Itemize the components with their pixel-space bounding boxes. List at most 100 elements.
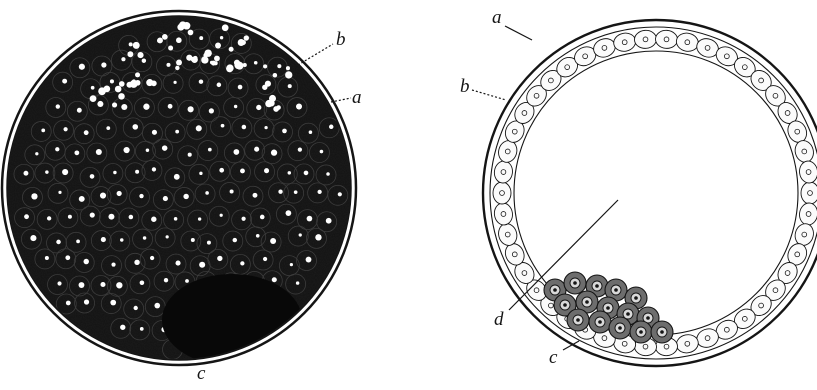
- left-nucleus: [188, 30, 194, 36]
- left-nucleus: [150, 256, 154, 260]
- left-nucleus: [166, 63, 170, 67]
- left-nucleus: [234, 105, 237, 108]
- left-nucleus: [234, 61, 242, 69]
- left-nucleus: [304, 171, 309, 176]
- left-nucleus: [176, 261, 181, 266]
- label-right-a: a: [492, 8, 502, 27]
- left-nucleus: [315, 234, 321, 240]
- left-nucleus: [201, 56, 208, 63]
- left-nucleus: [243, 63, 247, 67]
- left-nucleus: [115, 86, 122, 93]
- left-nucleus: [254, 61, 258, 65]
- left-nucleus: [278, 190, 282, 194]
- left-nucleus: [134, 306, 138, 310]
- left-nucleus: [188, 153, 192, 157]
- icm-nucleolus: [595, 284, 599, 288]
- left-nucleus: [183, 194, 188, 199]
- left-nucleus: [217, 256, 222, 261]
- left-nucleus: [111, 263, 115, 267]
- left-nucleus: [288, 171, 291, 174]
- icm-nucleolus: [646, 316, 650, 320]
- left-nucleus: [263, 64, 267, 68]
- left-nucleus: [244, 35, 249, 40]
- left-nucleus: [157, 38, 163, 44]
- left-nucleus: [142, 58, 146, 62]
- leader-right-a: [505, 26, 532, 40]
- left-nucleus: [120, 325, 125, 330]
- label-left-c: c: [197, 364, 205, 383]
- left-nucleus: [143, 104, 149, 110]
- left-nucleus: [100, 282, 105, 287]
- left-nucleus: [277, 64, 281, 68]
- icm-nucleolus: [573, 281, 577, 285]
- left-nucleus: [262, 85, 267, 90]
- wall-cell: [493, 182, 511, 204]
- left-nucleus: [220, 36, 223, 39]
- left-nucleus: [30, 235, 36, 241]
- left-nucleus: [253, 193, 258, 198]
- left-nucleus: [174, 217, 178, 221]
- left-nucleus: [106, 126, 110, 130]
- left-nucleus: [152, 167, 156, 171]
- icm-nucleolus: [606, 306, 610, 310]
- left-nucleus: [66, 301, 71, 306]
- left-nucleus: [146, 149, 149, 152]
- leader-right-b: [472, 90, 506, 100]
- left-nucleus: [101, 237, 106, 242]
- left-nucleus: [176, 37, 182, 43]
- left-nucleus: [55, 147, 59, 151]
- left-nucleus: [198, 217, 201, 220]
- left-nucleus: [294, 190, 298, 194]
- left-nucleus: [238, 39, 245, 46]
- left-nucleus: [140, 327, 144, 331]
- left-nucleus: [121, 57, 125, 61]
- icm-nucleolus: [634, 296, 638, 300]
- left-nucleus: [264, 168, 269, 173]
- left-nucleus: [214, 56, 220, 62]
- wall-cell: [801, 182, 817, 204]
- left-nucleus: [271, 150, 277, 156]
- left-nucleus: [143, 236, 146, 239]
- left-nucleus: [183, 22, 191, 30]
- left-nucleus: [282, 129, 287, 134]
- left-nucleus: [296, 104, 302, 110]
- left-nucleus: [175, 66, 179, 70]
- icm-nucleolus: [614, 288, 618, 292]
- left-nucleus: [127, 51, 133, 57]
- left-nucleus: [272, 277, 277, 282]
- left-nucleus: [110, 300, 116, 306]
- left-nucleus: [31, 193, 37, 199]
- left-nucleus: [79, 196, 85, 202]
- left-nucleus: [101, 62, 106, 67]
- label-right-b: b: [460, 77, 470, 96]
- left-nucleus: [63, 127, 67, 131]
- left-nucleus: [135, 80, 141, 86]
- left-nucleus: [286, 210, 292, 216]
- left-nucleus: [199, 36, 203, 40]
- left-nucleus: [290, 263, 293, 266]
- left-nucleus: [68, 215, 72, 219]
- left-nucleus: [270, 238, 276, 244]
- left-nucleus: [84, 299, 89, 304]
- left-nucleus: [207, 241, 211, 245]
- left-nucleus: [199, 262, 205, 268]
- left-nucleus: [164, 278, 168, 282]
- left-nucleus: [146, 79, 153, 86]
- left-nucleus: [113, 171, 116, 174]
- left-nucleus: [326, 218, 332, 224]
- left-nucleus: [139, 194, 143, 198]
- left-nucleus: [121, 104, 127, 110]
- icm-nucleolus: [576, 318, 580, 322]
- left-nucleus: [326, 172, 330, 176]
- left-nucleus: [215, 42, 221, 48]
- left-nucleus: [79, 282, 85, 288]
- left-nucleus: [77, 108, 82, 113]
- left-nucleus: [91, 86, 95, 90]
- left-nucleus: [41, 129, 45, 133]
- left-nucleus: [338, 192, 342, 196]
- icm-nucleolus: [618, 326, 622, 330]
- left-nucleus: [62, 169, 68, 175]
- label-right-c: c: [549, 348, 557, 367]
- icm-nucleolus: [598, 320, 602, 324]
- left-nucleus: [56, 240, 61, 245]
